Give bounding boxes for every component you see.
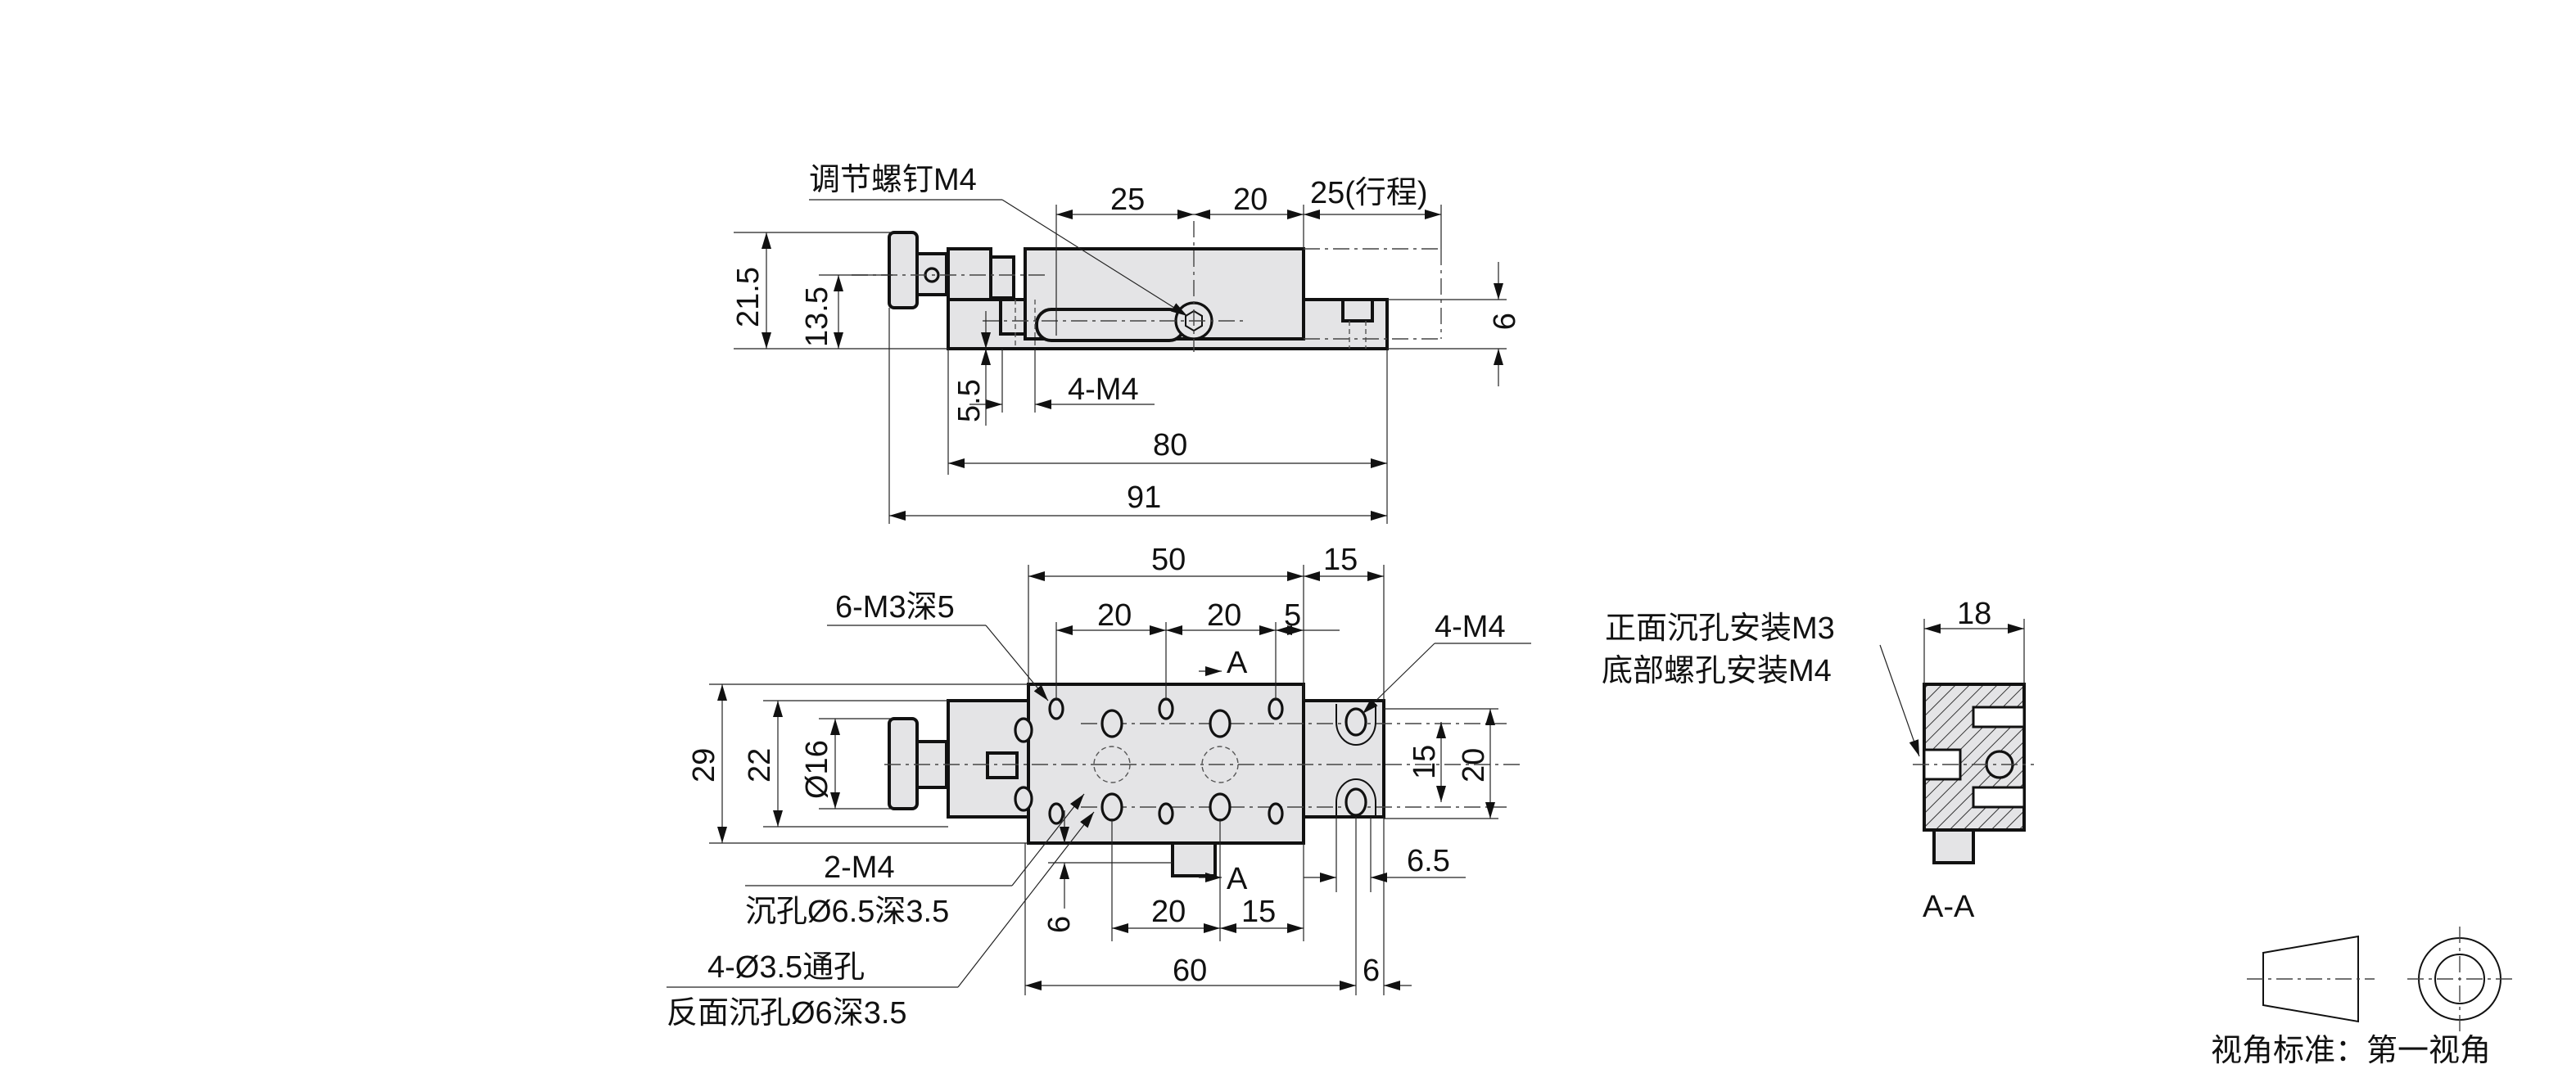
thread-label: 4-M4 — [1068, 372, 1139, 407]
projection-label: 视角标准：第一视角 — [2211, 1034, 2491, 1068]
slot — [1035, 308, 1186, 342]
dim-20-b: 20 — [1207, 598, 1241, 633]
dim-13-5: 13.5 — [800, 286, 834, 347]
dim-20-a: 20 — [1097, 598, 1132, 633]
projection-symbol: 视角标准：第一视角 — [2211, 927, 2512, 1068]
right-plate — [1302, 699, 1385, 819]
knob — [888, 231, 919, 309]
m4-label: 4-M4 — [1435, 610, 1506, 644]
truncated-cone-icon — [2262, 935, 2359, 1023]
dim-15-bottom: 15 — [1241, 895, 1276, 929]
dim-20: 20 — [1233, 183, 1268, 217]
dim-stroke: 25(行程) — [1310, 176, 1428, 210]
dim-91: 91 — [1127, 480, 1161, 515]
dim-5-5: 5.5 — [952, 379, 987, 422]
m3-holes — [1048, 697, 1284, 825]
dim-d16: Ø16 — [800, 740, 834, 799]
dim-15-top: 15 — [1323, 543, 1358, 577]
adjust-screw-bottom — [1171, 841, 1217, 877]
dim-80: 80 — [1153, 428, 1187, 462]
dim-21-5: 21.5 — [731, 267, 766, 327]
dim-29: 29 — [687, 748, 721, 783]
dim-50: 50 — [1151, 543, 1186, 577]
dim-25: 25 — [1110, 183, 1145, 217]
m3-label: 6-M3深5 — [835, 590, 955, 625]
counterbore-label: 沉孔Ø6.5深3.5 — [745, 895, 949, 929]
side-view: 调节螺钉M4 25 20 25(行程) 21.5 13.5 9 5.5 4-M4 — [731, 163, 1521, 524]
knob — [888, 717, 919, 810]
bottom-mount-label: 底部螺孔安装M4 — [1602, 654, 1832, 688]
dim-6: 6 — [1363, 954, 1380, 988]
m4-holes — [1014, 704, 1376, 822]
screw-label: 调节螺钉M4 — [809, 163, 977, 197]
knob-shaft — [915, 252, 948, 296]
through-hole-label: 4-Ø3.5通孔 — [707, 950, 865, 985]
pocket — [1341, 298, 1374, 322]
section-title: A-A — [1923, 890, 1975, 924]
dim-20-right: 20 — [1457, 748, 1491, 783]
dim-9: 9 — [1486, 313, 1521, 330]
section-mark-bottom: A — [1227, 862, 1248, 896]
dim-18: 18 — [1957, 597, 1991, 631]
dim-60: 60 — [1173, 954, 1207, 988]
dim-20-bottom: 20 — [1151, 895, 1186, 929]
section-mark-top: A — [1227, 646, 1248, 680]
dim-6-vert: 6 — [1042, 916, 1077, 933]
dim-22: 22 — [743, 748, 777, 783]
back-counterbore-label: 反面沉孔Ø6深3.5 — [667, 996, 907, 1031]
dim-6-5: 6.5 — [1407, 844, 1450, 878]
m4-2-label: 2-M4 — [824, 850, 895, 885]
front-mount-label: 正面沉孔安装M3 — [1605, 611, 1835, 646]
top-view: 50 15 20 20 5 A A 6-M3深5 4-M4 29 22 Ø16 — [667, 543, 1531, 1031]
dim-5: 5 — [1284, 598, 1301, 633]
section-view: 18 正面沉孔安装M3 底部螺孔安装M4 A-A — [1602, 597, 2034, 924]
dim-15-right: 15 — [1408, 745, 1442, 779]
